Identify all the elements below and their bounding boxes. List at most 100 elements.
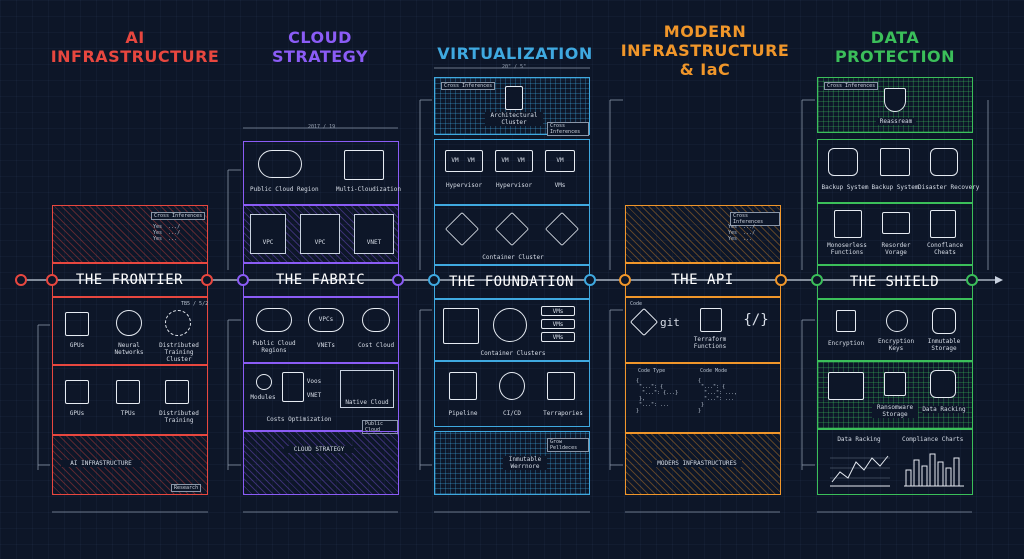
native-cloud-box: Native Cloud (340, 370, 394, 408)
data-title: THE SHIELD (849, 274, 940, 290)
tpu-chip-icon (116, 380, 140, 404)
data-chart-label-1: Data Racking (837, 436, 881, 443)
data-row2-label-1: Monoserless Functions (827, 242, 867, 256)
cloud-title-box: THE FABRIC (243, 263, 399, 297)
data-row1-label-3: Disaster Recovery (918, 184, 980, 191)
data-row2: Monoserless Functions Resorder Vorage Co… (817, 203, 973, 265)
vnet-box: VNET (354, 214, 394, 254)
virt-title: THE FOUNDATION (448, 274, 574, 290)
database-icon (828, 148, 858, 176)
cloud-bottom-label: CLOUD STRATEGY (284, 446, 354, 453)
git-branch-icon (499, 372, 525, 400)
ai-row1-note: TB5 / 5/2 (181, 301, 209, 307)
public-cloud-tag: Public Cloud (362, 420, 398, 434)
disaster-recovery-db-icon (930, 148, 958, 176)
neural-network-icon (116, 310, 142, 336)
virt-title-box: THE FOUNDATION (434, 265, 590, 299)
ai-row2-label-3: Distributed Training (159, 410, 199, 424)
virt-vm-label-1: Hypervisor (445, 182, 483, 189)
ai-row1-label-2: Neural Networks (114, 342, 144, 356)
cloud-bottom-hatch: CLOUD STRATEGY (243, 431, 399, 495)
modern-code-mode: Code Mode (700, 368, 728, 374)
git-text: git (660, 316, 680, 329)
git-logo-icon (629, 307, 659, 337)
vms-label-1: VMs (552, 308, 564, 315)
shield-lock-icon (884, 88, 906, 112)
junction-dot-cloud-left (237, 274, 249, 286)
distributed-chip-icon (165, 380, 189, 404)
storage-db-icon (932, 308, 956, 334)
virt-container-row: Container Cluster (434, 205, 590, 265)
ai-row1-label-1: GPUs (69, 342, 85, 349)
vpcs-cloud-icon (308, 308, 344, 332)
data-top-label: Reassream (876, 118, 916, 125)
virt-pipeline-row: Pipeline CI/CD Terrapories (434, 361, 590, 427)
modern-bottom-hatch: MODERS INFRASTRUCTURES (625, 433, 781, 495)
vms-label-2: VMs (552, 321, 564, 328)
cost-cloud-icon (362, 308, 390, 332)
modern-title-box: THE API (625, 263, 781, 297)
vms-stack-1: VMs (541, 306, 575, 316)
data-racking-db-icon (930, 370, 956, 398)
column-virt: Cross Inferences Architectural Cluster C… (434, 77, 590, 495)
modules-icon (256, 374, 272, 390)
container-cube-icon-2 (495, 212, 529, 246)
ai-row2: GPUs TPUs Distributed Training (52, 365, 208, 435)
bar-chart-graphic (904, 453, 964, 487)
ai-bottom-tag: Research (171, 484, 202, 492)
container-cube-icon-1 (445, 212, 479, 246)
modern-code-row: Code git Terraform Functions {/} (625, 297, 781, 363)
ai-top-tag: Cross Inferences (151, 212, 206, 220)
ai-bottom-hatch: AI INFRASTRUCTURE Research (52, 435, 208, 495)
modern-code-type: Code Type (638, 368, 666, 374)
ai-row2-label-2: TPUs (120, 410, 136, 417)
junction-dot-cloud-right (392, 274, 404, 286)
ai-row1: TB5 / 5/2 GPUs Neural Networks Distribut… (52, 297, 208, 365)
data-title-box: THE SHIELD (817, 265, 973, 299)
ai-bottom-label: AI INFRASTRUCTURE (61, 460, 141, 467)
data-top-tag: Cross Inferences (824, 82, 879, 90)
virt-container-caption: Container Cluster (482, 254, 544, 261)
cloud-dim-top: 2017 / 19 (308, 124, 336, 130)
junction-dot-ai-left (15, 274, 27, 286)
junction-dot-data-left (811, 274, 823, 286)
modern-code-snippet-2: { "...": { "...": ..., "...": ... } } (698, 378, 738, 414)
data-row4-label-1: Ransomware Storage (872, 404, 918, 418)
virt-vm-label-2: Hypervisor (495, 182, 533, 189)
vpcs-text: VPCs (318, 316, 334, 323)
cloud-row2-caption: Costs Optimization (266, 416, 332, 423)
junction-dot-virt-left (428, 274, 440, 286)
virt-bottom-hatch: Inmutable Werrnore Grow Pelldeces (434, 431, 590, 495)
vpc-box-1: VPC (250, 214, 286, 254)
cloud-row1: VPCs Public Cloud Regions VNETs Cost Clo… (243, 297, 399, 363)
cloud-vpc-row: VPC VPC VNET (243, 205, 399, 263)
junction-dot-virt-right (584, 274, 596, 286)
vpc-label-1: VPC (262, 239, 274, 246)
multi-cloud-icon (344, 150, 384, 180)
cloud-top-label-1: Public Cloud Region (250, 186, 319, 193)
virt-pipe-label-1: Pipeline (448, 410, 478, 417)
virt-pipe-label-3: Terrapories (543, 410, 583, 417)
modern-top-hatch: Cross Inferences Yes .../ Yes .../ Yes .… (625, 205, 781, 263)
vms-stack-2: VMs (541, 319, 575, 329)
vm-5: VM (556, 157, 564, 164)
cloud-top-label-2: Multi-Cloudization (336, 186, 402, 193)
data-row2-label-2: Resorder Vorage (881, 242, 911, 256)
data-top-hatch: Cross Inferences Reassream (817, 77, 973, 133)
cloud-region-icon (258, 150, 302, 178)
virt-bottom-label: Inmutable Werrnore (503, 456, 547, 470)
cloud-row1-label-2: VNETs (316, 342, 336, 349)
column-data: Cross Inferences Reassream Backup System… (817, 77, 980, 495)
folder-icon (882, 212, 910, 234)
vm-1: VM (451, 157, 459, 164)
vms-label-3: VMs (552, 334, 564, 341)
junction-dot-ai-right (201, 274, 213, 286)
data-row3-label-2: Encryption Keys (877, 338, 915, 352)
vpc-label-2: VPC (314, 239, 326, 246)
cloud-row2-label-4: Native Cloud (345, 399, 389, 406)
